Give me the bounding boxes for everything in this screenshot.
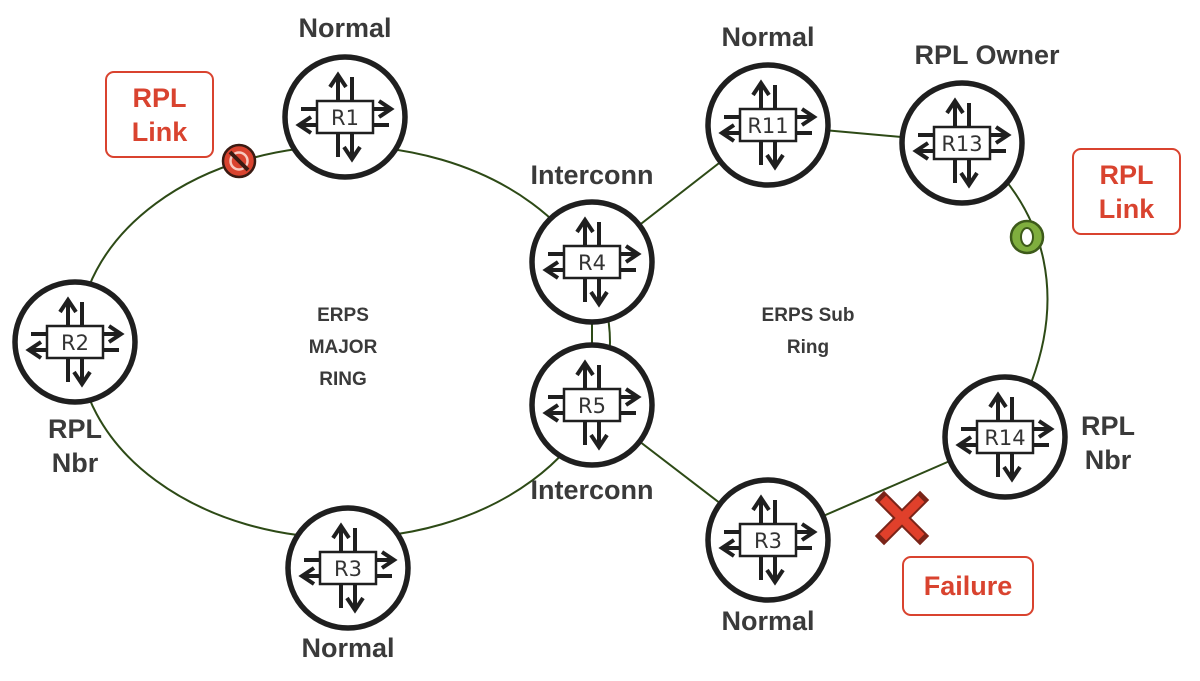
- role-label-r2-line2: Nbr: [51, 448, 99, 478]
- role-label-r13: RPL Owner: [914, 40, 1060, 70]
- router-r13[interactable]: R13: [902, 83, 1022, 203]
- major-ring-label-line3: RING: [319, 369, 367, 390]
- role-label-r4: Interconn: [530, 160, 654, 190]
- role-label-r1: Normal: [298, 13, 392, 43]
- blocked-port-icon: [221, 143, 257, 179]
- router-r4[interactable]: R4: [532, 202, 652, 322]
- router-r13-name: R13: [941, 132, 982, 156]
- failure-callout: Failure: [902, 556, 1034, 616]
- router-r14[interactable]: R14: [945, 377, 1065, 497]
- router-r5[interactable]: R5: [532, 345, 652, 465]
- router-r2[interactable]: R2: [15, 282, 135, 402]
- router-r11[interactable]: R11: [708, 65, 828, 185]
- role-label-r2-line1: RPL: [48, 414, 102, 444]
- sub-ring-label-line2: Ring: [786, 337, 830, 358]
- rpl-link-callout-left: RPL Link: [105, 71, 214, 158]
- router-r3-major[interactable]: R3: [288, 508, 408, 628]
- router-r4-name: R4: [578, 251, 606, 275]
- rpl-link-callout-right: RPL Link: [1072, 148, 1181, 235]
- role-label-r11: Normal: [721, 22, 815, 52]
- role-label-r14-line1: RPL: [1081, 411, 1135, 441]
- unblocked-port-icon: [1009, 219, 1045, 255]
- major-ring-label-line2: MAJOR: [308, 337, 378, 358]
- role-label-r14: RPL Nbr: [1068, 409, 1148, 477]
- role-label-r3-sub: Normal: [721, 606, 815, 636]
- role-label-r5: Interconn: [530, 475, 654, 505]
- router-r11-name: R11: [747, 114, 788, 138]
- sub-ring-label-line1: ERPS Sub: [761, 305, 855, 326]
- router-r3-sub[interactable]: R3: [708, 480, 828, 600]
- router-r1-name: R1: [331, 106, 359, 130]
- sub-ring-label: ERPS Sub Ring: [733, 300, 883, 364]
- rpl-link-left-line2: Link: [131, 116, 188, 147]
- major-ring-label-line1: ERPS: [317, 305, 369, 326]
- router-r5-name: R5: [578, 394, 606, 418]
- role-label-r3-major: Normal: [301, 633, 395, 663]
- failure-x-icon: [874, 490, 930, 546]
- router-r1[interactable]: R1: [285, 57, 405, 177]
- rpl-link-right-line1: RPL: [1099, 159, 1154, 190]
- rpl-link-left-line1: RPL: [132, 82, 187, 113]
- major-ring-label: ERPS MAJOR RING: [268, 300, 418, 396]
- router-r3-sub-name: R3: [754, 529, 782, 553]
- role-label-r2: RPL Nbr: [35, 412, 115, 480]
- router-r2-name: R2: [61, 331, 89, 355]
- rpl-link-right-line2: Link: [1098, 193, 1155, 224]
- router-r3-major-name: R3: [334, 557, 362, 581]
- role-label-r14-line2: Nbr: [1084, 445, 1132, 475]
- router-r14-name: R14: [984, 426, 1025, 450]
